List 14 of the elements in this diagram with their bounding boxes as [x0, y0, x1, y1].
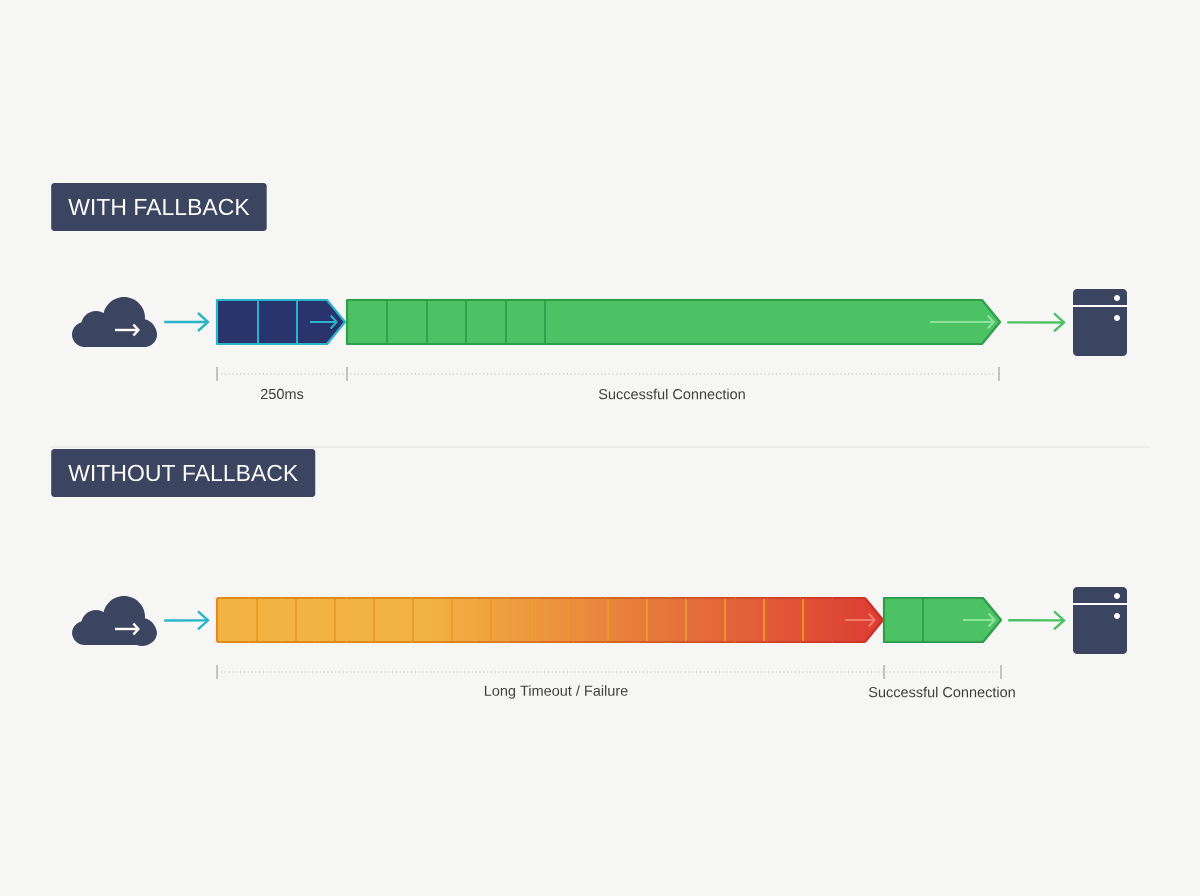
segment-label: 250ms	[261, 388, 304, 400]
segment-label: Successful Connection	[868, 686, 1015, 698]
arrow	[164, 610, 210, 631]
cloud-icon	[72, 297, 157, 347]
section-heading: WITHOUT FALLBACK	[51, 449, 316, 497]
arrow	[164, 312, 210, 332]
segment-label: Successful Connection	[598, 388, 745, 400]
section-heading: WITH FALLBACK	[51, 183, 267, 231]
arrow	[1008, 610, 1066, 631]
arrow	[1007, 312, 1066, 333]
server-icon	[1073, 289, 1127, 356]
cloud-icon	[72, 596, 157, 646]
segment-label: Long Timeout / Failure	[484, 685, 628, 699]
server-icon	[1073, 587, 1127, 654]
